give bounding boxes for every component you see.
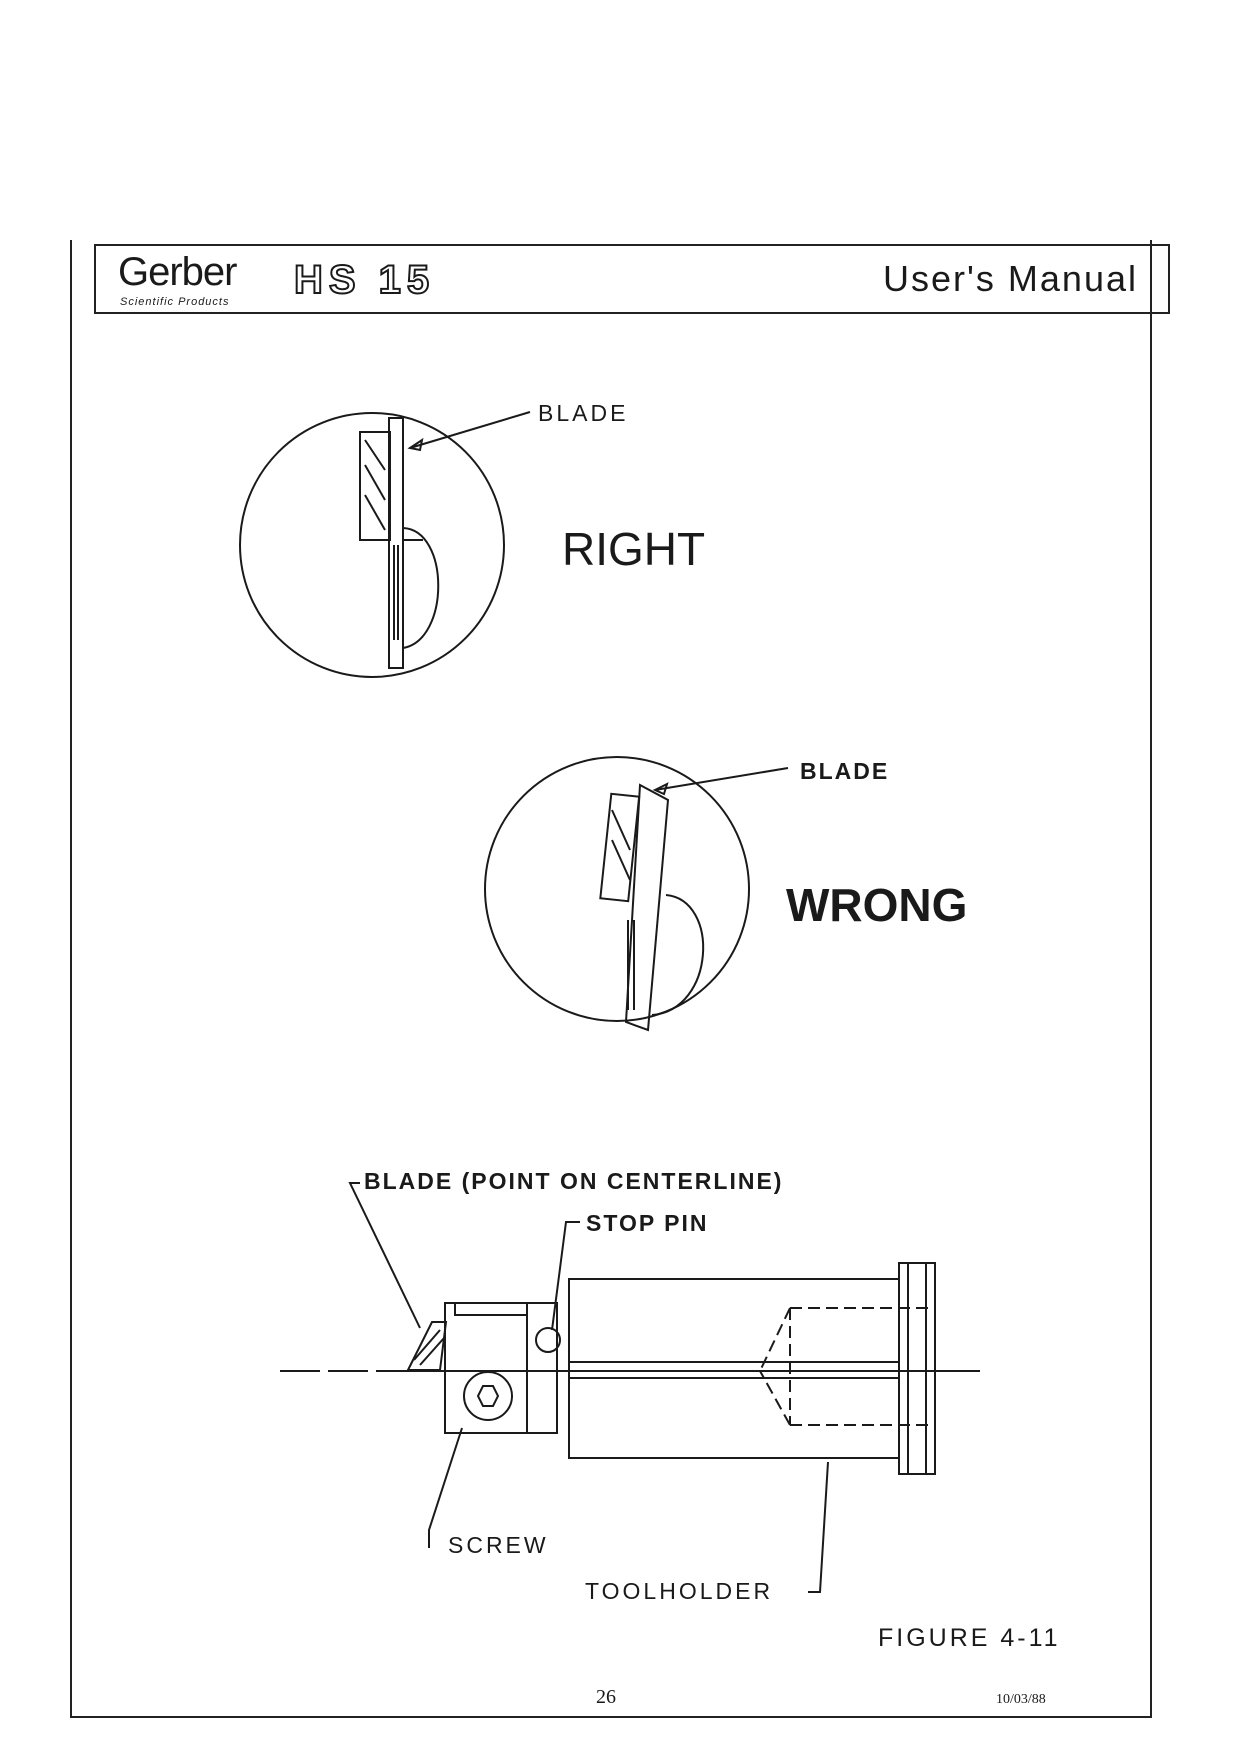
brand-subtitle: Scientific Products — [120, 296, 230, 308]
wrong-detail-circle — [484, 756, 789, 1032]
stop-pin-label: STOP PIN — [586, 1210, 709, 1236]
blade-centerline-label: BLADE (POINT ON CENTERLINE) — [364, 1168, 784, 1194]
page-number: 26 — [596, 1686, 616, 1708]
right-verdict: RIGHT — [562, 523, 706, 575]
wrong-verdict: WRONG — [786, 879, 968, 931]
toolholder-label: TOOLHOLDER — [585, 1578, 774, 1604]
figure-caption: FIGURE 4-11 — [878, 1624, 1061, 1652]
model-name: HS 15 — [293, 257, 436, 303]
page-frame — [70, 240, 1152, 1718]
toolholder-assembly — [280, 1182, 980, 1593]
brand-logo: Gerber — [118, 250, 237, 294]
wrong-blade-label: BLADE — [800, 758, 890, 784]
footer-date: 10/03/88 — [996, 1692, 1046, 1707]
screw-label: SCREW — [448, 1532, 549, 1558]
page-header: Gerber Scientific Products HS 15 User's … — [94, 244, 1170, 314]
right-detail-circle — [239, 411, 531, 678]
manual-title: User's Manual — [883, 258, 1138, 299]
right-blade-label: BLADE — [538, 400, 629, 426]
